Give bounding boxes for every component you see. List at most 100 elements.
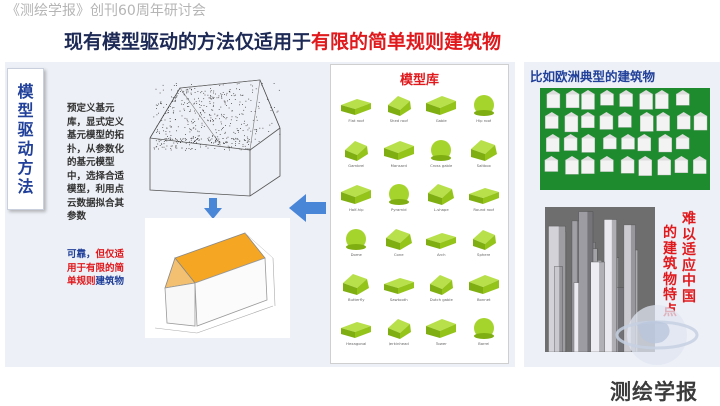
vertical-char: 国 (682, 288, 696, 305)
model-label: L-shape (433, 208, 449, 213)
building-model-icon (472, 230, 496, 250)
vertical-char: 筑 (663, 256, 677, 272)
building-model-icon (426, 233, 457, 249)
library-model-item[interactable]: Shed roof (378, 91, 421, 136)
model-label: Shed roof (389, 119, 408, 123)
building-model-icon (473, 95, 494, 116)
journal-name: 测绘学报 (610, 380, 698, 404)
library-model-item[interactable]: Barrel (463, 314, 506, 359)
library-model-item[interactable]: Arch (420, 225, 463, 270)
library-model-item[interactable]: Saltbox (463, 136, 506, 181)
building-model-icon (385, 229, 412, 250)
model-label: Hexagonal (346, 342, 367, 347)
arrow-left-icon (289, 194, 326, 222)
building-model-icon (431, 139, 452, 161)
library-model-item[interactable]: Dutch gable (420, 270, 463, 315)
model-label: Tower (435, 342, 447, 347)
european-buildings-title: 比如欧洲典型的建筑物 (530, 69, 656, 84)
model-library-title: 模型库 (399, 73, 439, 88)
vertical-char: 的 (663, 225, 677, 241)
building-model-icon (388, 184, 409, 206)
library-model-item[interactable]: Cross gable (420, 136, 463, 181)
building-model-icon (383, 277, 414, 294)
chinese-city-image (545, 207, 655, 353)
house-model-image (145, 218, 290, 338)
building-model-icon (468, 274, 499, 294)
vertical-char: 应 (682, 257, 696, 274)
model-label: Butterfly (347, 297, 365, 302)
library-model-item[interactable]: Pyramid (378, 180, 421, 225)
method-note: 可靠，但仅适用于有限的简单规则建筑物 (67, 248, 131, 289)
building-model-icon (473, 318, 494, 340)
section-tab-char: 动 (17, 139, 34, 158)
library-model-item[interactable]: Sphere (463, 225, 506, 270)
conference-watermark: 《测绘学报》创刊60周年研讨会 (6, 3, 206, 19)
model-label: Arch (436, 253, 446, 257)
title-highlight: 有限的简单规则建筑物 (311, 31, 502, 53)
library-model-item[interactable]: Bonnet (463, 270, 506, 315)
building-model-icon (343, 273, 370, 295)
vertical-char: 中 (682, 273, 696, 289)
slide-title: 现有模型驱动的方法仅适用于有限的简单规则建筑物 (64, 27, 501, 54)
building-model-icon (468, 188, 499, 205)
library-model-item[interactable]: Half-hip (335, 180, 378, 225)
library-model-item[interactable]: Round roof (463, 180, 506, 225)
library-model-item[interactable]: Cone (378, 225, 421, 270)
model-label: Cone (393, 253, 404, 257)
building-model-icon (470, 139, 497, 161)
library-model-item[interactable]: Mansard (378, 136, 421, 181)
model-label: Dome (350, 253, 362, 257)
library-model-item[interactable]: L-shape (420, 180, 463, 225)
section-tab-char: 方 (17, 158, 34, 177)
point-cloud-image (140, 68, 292, 200)
building-model-icon (430, 274, 454, 295)
model-label: Gambrel (348, 163, 365, 168)
building-model-icon (387, 319, 411, 340)
building-model-icon (428, 184, 455, 206)
building-model-icon (383, 140, 414, 160)
vertical-char: 特 (663, 287, 677, 303)
library-model-item[interactable]: Sawtooth (378, 270, 421, 315)
model-label: Half-hip (348, 208, 364, 213)
library-model-item[interactable]: Dome (335, 225, 378, 270)
model-label: Round roof (473, 208, 495, 213)
section-tab[interactable]: 模型驱动方法 (7, 68, 44, 210)
note-buildings: 建筑物 (95, 276, 125, 287)
library-model-item[interactable]: Jerkinhead (378, 314, 421, 359)
building-model-icon (387, 96, 411, 116)
building-model-icon (341, 322, 372, 339)
model-label: Sphere (477, 253, 491, 257)
vertical-char: 适 (682, 242, 696, 258)
model-label: Sawtooth (389, 297, 408, 302)
building-model-icon (426, 319, 457, 339)
arrow-down-icon (204, 198, 222, 219)
globe-logo-icon (615, 305, 699, 365)
model-label: Gable (435, 119, 447, 123)
building-model-icon (345, 140, 369, 161)
library-model-item[interactable]: Hip roof (463, 91, 506, 136)
section-tab-char: 法 (17, 177, 34, 196)
section-tab-char: 模 (17, 82, 34, 101)
model-label: Bonnet (476, 297, 491, 302)
library-model-item[interactable]: Tower (420, 314, 463, 359)
model-label: Hip roof (476, 119, 492, 123)
vertical-char: 难 (682, 211, 696, 227)
library-model-item[interactable]: Hexagonal (335, 314, 378, 359)
model-label: Jerkinhead (388, 342, 409, 347)
library-model-item[interactable]: Butterfly (335, 270, 378, 315)
model-label: Pyramid (390, 208, 407, 213)
section-tab-char: 驱 (17, 120, 34, 139)
model-label: Cross gable (430, 163, 453, 168)
library-model-item[interactable]: Flat roof (335, 91, 378, 136)
vertical-text-hard-to-adapt: 难以适应中国 (682, 211, 697, 305)
note-reliable: 可靠， (67, 249, 96, 260)
building-model-icon (346, 229, 367, 250)
model-label: Mansard (390, 163, 407, 168)
model-label: Dutch gable (429, 297, 453, 302)
model-label: Saltbox (476, 163, 491, 168)
library-model-item[interactable]: Gambrel (335, 136, 378, 181)
library-model-item[interactable]: Gable (420, 91, 463, 136)
vertical-char: 建 (663, 240, 677, 257)
